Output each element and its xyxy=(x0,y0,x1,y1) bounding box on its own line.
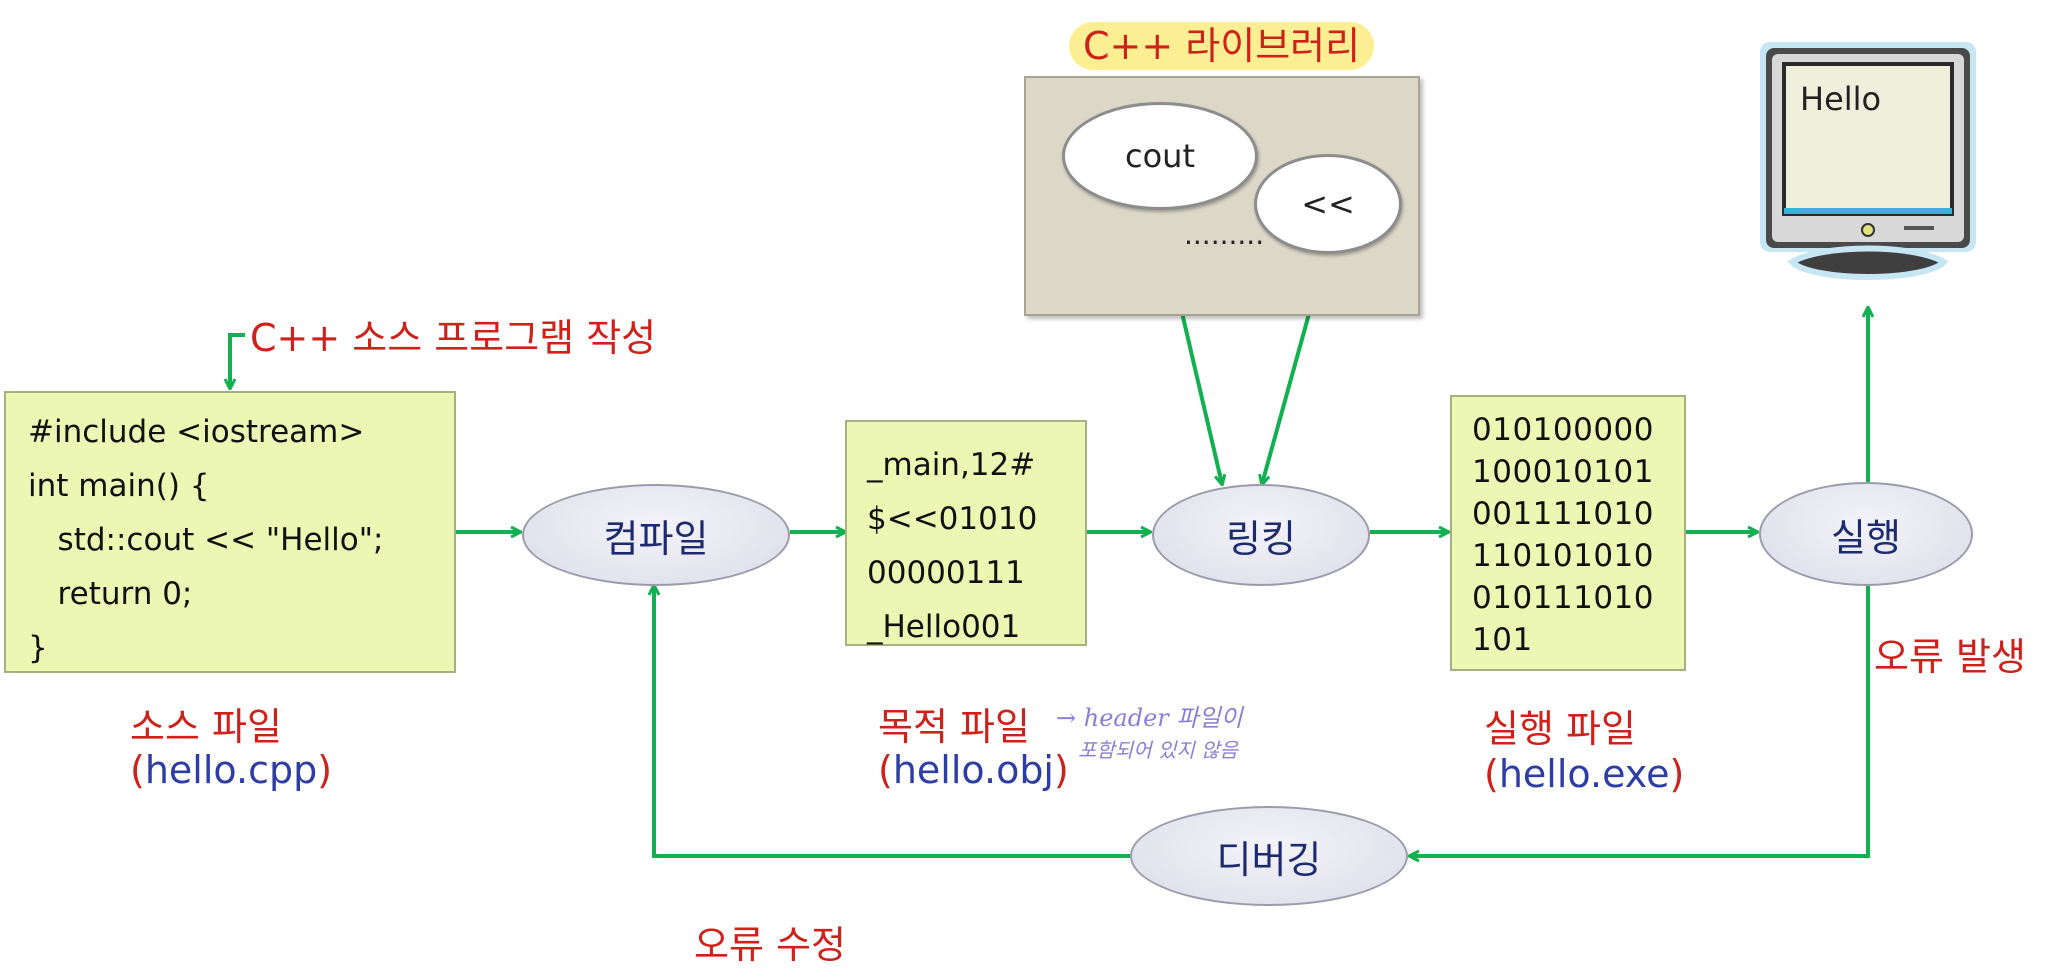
monitor-icon: Hello xyxy=(1752,38,1984,306)
error-occur-label: 오류 발생 xyxy=(1874,635,2026,679)
source-file-name: (hello.cpp) xyxy=(130,748,333,792)
code-line: } xyxy=(28,630,48,666)
source-file-label: 소스 파일 xyxy=(130,705,282,749)
binary-line: 010100000 xyxy=(1472,412,1655,448)
exe-file-label: 실행 파일 xyxy=(1484,707,1636,751)
code-line: return 0; xyxy=(28,576,193,612)
source-code-box: #include <iostream> int main() { std::co… xyxy=(4,391,456,673)
binary-line: 101 xyxy=(1472,622,1533,658)
library-item-operator: << xyxy=(1254,154,1402,254)
link-step: 링킹 xyxy=(1152,484,1370,586)
exe-file-name: (hello.exe) xyxy=(1484,752,1685,796)
object-file-name: (hello.obj) xyxy=(878,748,1069,792)
binary-line: 001111010 xyxy=(1472,496,1655,532)
binary-line: 010111010 xyxy=(1472,580,1655,616)
binary-line: 100010101 xyxy=(1472,454,1655,490)
write-source-label: C++ 소스 프로그램 작성 xyxy=(250,316,657,360)
library-item-cout: cout xyxy=(1062,102,1258,210)
object-note-line2: 포함되어 있지 않음 xyxy=(1078,738,1238,762)
object-line: _main,12# xyxy=(867,447,1036,483)
compile-step: 컴파일 xyxy=(522,484,790,586)
binary-line: 110101010 xyxy=(1472,538,1655,574)
debug-step: 디버깅 xyxy=(1130,806,1408,906)
object-file-label: 목적 파일 xyxy=(878,705,1030,749)
library-title: C++ 라이브러리 xyxy=(1069,22,1375,70)
write-arrow xyxy=(230,333,245,388)
object-line: $<<01010 xyxy=(867,501,1038,537)
object-note-line1: → header 파일이 xyxy=(1056,704,1243,732)
library-panel: cout << ......... xyxy=(1024,76,1420,316)
library-ellipsis: ......... xyxy=(1184,218,1265,251)
executable-code-box: 010100000 100010101 001111010 110101010 … xyxy=(1450,395,1686,671)
monitor-screen-text: Hello xyxy=(1800,80,1882,118)
code-line: std::cout << "Hello"; xyxy=(28,522,384,558)
error-to-debug-arrow xyxy=(1410,586,1870,856)
object-code-box: _main,12# $<<01010 00000111 _Hello001 xyxy=(845,420,1087,646)
object-line: 00000111 xyxy=(867,555,1025,591)
code-line: int main() { xyxy=(28,468,210,504)
run-step: 실행 xyxy=(1759,482,1973,586)
code-line: #include <iostream> xyxy=(28,414,365,450)
error-fix-label: 오류 수정 xyxy=(694,923,846,967)
object-line: _Hello001 xyxy=(867,609,1021,645)
debug-to-compile-arrow xyxy=(654,586,1130,858)
